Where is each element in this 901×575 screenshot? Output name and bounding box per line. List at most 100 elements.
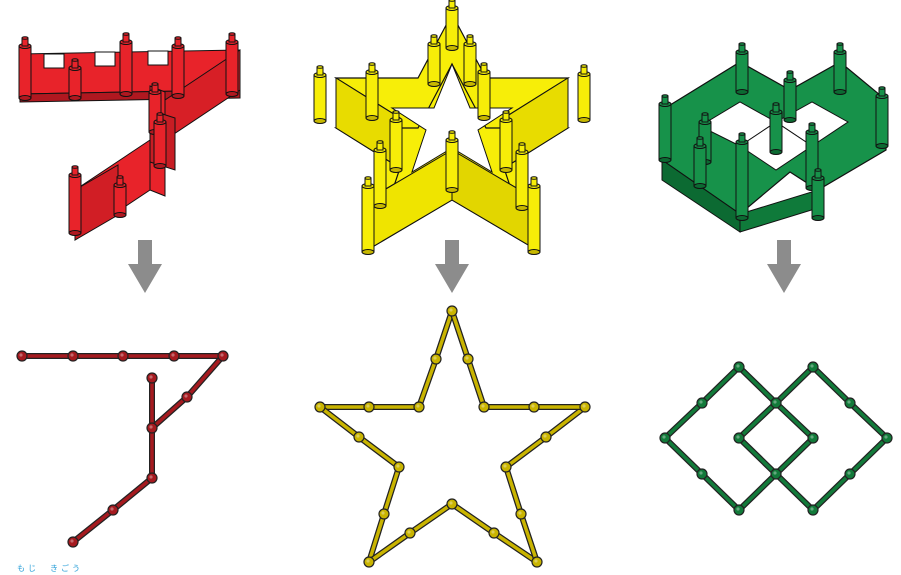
pillar-body bbox=[390, 120, 402, 170]
pillar bbox=[578, 65, 590, 123]
pillar-body bbox=[154, 122, 166, 166]
node-highlight bbox=[317, 404, 320, 407]
edge bbox=[813, 367, 850, 403]
pillar bbox=[226, 33, 238, 97]
edge bbox=[739, 474, 776, 510]
node-highlight bbox=[449, 501, 452, 504]
node-highlight bbox=[19, 353, 22, 356]
edge bbox=[850, 403, 887, 438]
pillar bbox=[500, 111, 512, 173]
node-highlight bbox=[518, 511, 521, 514]
pillar-base bbox=[736, 90, 748, 95]
pillar-body bbox=[834, 52, 846, 92]
pillar-body bbox=[736, 52, 748, 92]
pillar-cap-top bbox=[481, 63, 487, 66]
pillar-body bbox=[19, 46, 31, 98]
node-highlight bbox=[582, 404, 585, 407]
pillar-cap-top bbox=[117, 176, 123, 179]
node-highlight bbox=[491, 530, 494, 533]
node-highlight bbox=[366, 404, 369, 407]
pillar bbox=[172, 37, 184, 99]
red-graph bbox=[17, 351, 228, 547]
pillar-cap-top bbox=[773, 103, 779, 106]
edge bbox=[813, 474, 850, 510]
pillar-cap-top bbox=[815, 169, 821, 172]
pillar-cap-top bbox=[431, 35, 437, 38]
node-highlight bbox=[810, 507, 813, 510]
arrows-layer bbox=[128, 240, 801, 293]
pillar-base bbox=[172, 94, 184, 99]
pillar bbox=[694, 137, 706, 189]
pillar bbox=[374, 141, 386, 209]
pillar-base bbox=[446, 188, 458, 193]
pillar-base bbox=[120, 92, 132, 97]
pillar-cap-top bbox=[662, 95, 668, 98]
pillar-body bbox=[314, 75, 326, 121]
pillar-base bbox=[770, 150, 782, 155]
pillar-body bbox=[446, 8, 458, 48]
edge bbox=[702, 474, 739, 510]
pillar-cap-top bbox=[369, 63, 375, 66]
pillar bbox=[812, 169, 824, 221]
pillar-cap-top bbox=[22, 37, 28, 40]
pillar-cap-top bbox=[531, 177, 537, 180]
node-highlight bbox=[396, 464, 399, 467]
edge bbox=[359, 437, 399, 467]
pillar bbox=[120, 33, 132, 97]
edge bbox=[384, 467, 399, 514]
edge bbox=[506, 437, 546, 467]
pillar-base bbox=[500, 168, 512, 173]
node-highlight bbox=[149, 375, 152, 378]
pillar bbox=[390, 111, 402, 173]
pillar-body bbox=[428, 44, 440, 84]
pillar bbox=[736, 43, 748, 95]
pillar-cap-top bbox=[123, 33, 129, 36]
pillar-cap-top bbox=[229, 33, 235, 36]
pillar bbox=[478, 63, 490, 121]
pillar-base bbox=[736, 216, 748, 221]
pillar-body bbox=[528, 186, 540, 252]
node-highlight bbox=[773, 471, 776, 474]
pillar-cap-top bbox=[317, 66, 323, 69]
pillar-base bbox=[516, 206, 528, 211]
pillar-cap-top bbox=[519, 143, 525, 146]
edge bbox=[665, 438, 702, 474]
pillar-cap-top bbox=[157, 113, 163, 116]
edge bbox=[506, 467, 521, 514]
pillar-base bbox=[578, 118, 590, 123]
edge bbox=[546, 407, 585, 437]
node-highlight bbox=[381, 511, 384, 514]
pillar-base bbox=[114, 213, 126, 218]
edge bbox=[776, 438, 813, 474]
pillar-body bbox=[659, 104, 671, 160]
pillar-base bbox=[390, 168, 402, 173]
pillar-cap-top bbox=[787, 71, 793, 74]
pillar-cap-top bbox=[72, 166, 78, 169]
pillar-cap-top bbox=[809, 123, 815, 126]
pillar-base bbox=[446, 46, 458, 51]
pillar bbox=[876, 87, 888, 149]
node-highlight bbox=[70, 353, 73, 356]
pillar bbox=[19, 37, 31, 101]
node-highlight bbox=[416, 404, 419, 407]
pillar-cap-top bbox=[739, 133, 745, 136]
node-highlight bbox=[810, 364, 813, 367]
pillar-cap-top bbox=[449, 131, 455, 134]
pillar bbox=[784, 71, 796, 123]
node-highlight bbox=[543, 434, 546, 437]
node-highlight bbox=[534, 559, 537, 562]
node-highlight bbox=[884, 435, 887, 438]
edge bbox=[187, 356, 223, 397]
node-highlight bbox=[449, 308, 452, 311]
edge bbox=[776, 367, 813, 403]
pillar-base bbox=[362, 250, 374, 255]
pillar bbox=[736, 133, 748, 221]
pillar bbox=[834, 43, 846, 95]
node-highlight bbox=[773, 400, 776, 403]
pillar bbox=[314, 66, 326, 124]
edge bbox=[113, 478, 152, 510]
node-highlight bbox=[699, 471, 702, 474]
pillar-body bbox=[446, 140, 458, 190]
graphs-layer bbox=[17, 306, 892, 567]
pillar bbox=[69, 166, 81, 236]
